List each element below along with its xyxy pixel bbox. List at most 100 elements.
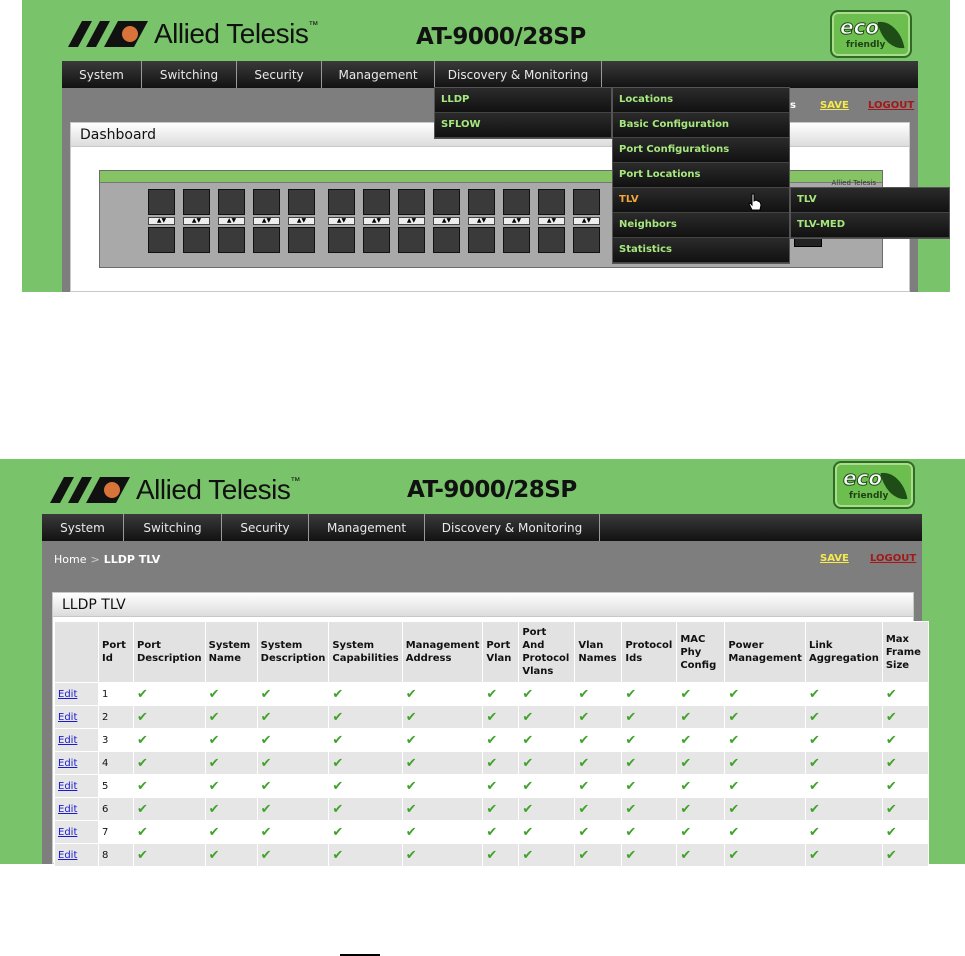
checkmark-icon: ✔ [522,732,534,748]
model-title: AT-9000/28SP [416,24,586,50]
checkmark-icon: ✔ [208,801,220,817]
checkmark-icon: ✔ [885,824,897,840]
menu-item-lldp[interactable]: LLDP [435,88,611,113]
port-id-cell: 4 [98,751,134,775]
checkmark-icon: ✔ [728,778,740,794]
checkmark-icon: ✔ [522,847,534,863]
save-link[interactable]: SAVE [820,553,849,564]
checkmark-icon: ✔ [486,686,498,702]
sfp-port [183,227,210,253]
brand-name: Allied Telesis™ [154,18,318,49]
checkmark-icon: ✔ [486,732,498,748]
col-port-vlan: Port Vlan [482,621,520,683]
checkmark-icon: ✔ [522,709,534,725]
checkmark-icon: ✔ [137,686,148,702]
col-port-protocol-vlans: Port And Protocol Vlans [518,621,576,683]
eco-friendly-badge: eco friendly [830,10,912,58]
checkmark-icon: ✔ [885,847,897,863]
menu-item-sflow[interactable]: SFLOW [435,113,611,138]
edit-link[interactable]: Edit [58,803,78,815]
nav-discovery-monitoring[interactable]: Discovery & Monitoring [435,61,602,88]
port-id-cell: 6 [98,797,134,821]
nav-system[interactable]: System [62,61,142,88]
logout-link[interactable]: LOGOUT [870,553,917,564]
edit-link[interactable]: Edit [58,780,78,792]
menu-item-neighbors[interactable]: Neighbors [613,213,789,238]
port-id-cell: 1 [98,682,134,706]
sfp-port [398,227,425,253]
checkmark-icon: ✔ [808,686,820,702]
checkmark-icon: ✔ [405,824,417,840]
menu-item-port-configurations[interactable]: Port Configurations [613,138,789,163]
nav-switching[interactable]: Switching [124,514,222,541]
checkmark-icon: ✔ [486,778,498,794]
tlv-submenu: TLV TLV-MED [790,187,950,239]
checkmark-icon: ✔ [885,686,897,702]
nav-switching[interactable]: Switching [142,61,237,88]
checkmark-icon: ✔ [680,847,692,863]
edit-link[interactable]: Edit [58,757,78,769]
checkmark-icon: ✔ [486,709,498,725]
sfp-port [538,227,565,253]
checkmark-icon: ✔ [625,755,637,771]
checkmark-icon: ✔ [260,732,272,748]
menu-item-basic-configuration[interactable]: Basic Configuration [613,113,789,138]
nav-security[interactable]: Security [222,514,309,541]
edit-link[interactable]: Edit [58,734,78,746]
port-id-cell: 2 [98,705,134,729]
edit-link[interactable]: Edit [58,711,78,723]
sfp-port [468,189,495,215]
sfp-port [398,189,425,215]
menu-item-tlv-basic[interactable]: TLV [791,188,949,213]
logout-link[interactable]: LOGOUT [868,100,915,111]
page-mark [340,954,380,956]
checkmark-icon: ✔ [522,778,534,794]
checkmark-icon: ✔ [578,709,590,725]
checkmark-icon: ✔ [885,755,897,771]
dashboard-screenshot: Allied Telesis™ AT-9000/28SP eco friendl… [22,0,950,292]
breadcrumb-home[interactable]: Home [54,553,87,566]
checkmark-icon: ✔ [680,824,692,840]
edit-link[interactable]: Edit [58,826,78,838]
checkmark-icon: ✔ [680,778,692,794]
menu-item-statistics[interactable]: Statistics [613,238,789,263]
checkmark-icon: ✔ [522,801,534,817]
checkmark-icon: ✔ [260,686,272,702]
port-id-cell: 5 [98,774,134,798]
checkmark-icon: ✔ [578,824,590,840]
checkmark-icon: ✔ [405,732,417,748]
menu-item-tlv[interactable]: TLV [613,188,789,213]
edit-link[interactable]: Edit [58,688,78,700]
checkmark-icon: ✔ [405,709,417,725]
col-link-aggregation: Link Aggregation [804,621,883,683]
col-power-management: Power Management [724,621,806,683]
save-link[interactable]: SAVE [820,100,849,111]
port-id-cell: 3 [98,728,134,752]
nav-management[interactable]: Management [309,514,425,541]
nav-management[interactable]: Management [322,61,435,88]
checkmark-icon: ✔ [680,732,692,748]
model-title: AT-9000/28SP [407,477,577,503]
sfp-port [183,189,210,215]
col-mac-phy-config: MAC Phy Config [676,621,726,683]
checkmark-icon: ✔ [808,847,820,863]
checkmark-icon: ✔ [260,778,272,794]
nav-system[interactable]: System [42,514,124,541]
checkmark-icon: ✔ [885,801,897,817]
menu-item-locations[interactable]: Locations [613,88,789,113]
checkmark-icon: ✔ [578,778,590,794]
menu-item-port-locations[interactable]: Port Locations [613,163,789,188]
nav-discovery-monitoring[interactable]: Discovery & Monitoring [425,514,600,541]
sfp-port [148,189,175,215]
sfp-port [573,189,600,215]
checkmark-icon: ✔ [260,755,272,771]
eco-friendly-badge: eco friendly [833,461,915,509]
menu-item-tlv-med[interactable]: TLV-MED [791,213,949,238]
edit-link[interactable]: Edit [58,849,78,861]
nav-security[interactable]: Security [237,61,322,88]
sfp-port [363,189,390,215]
